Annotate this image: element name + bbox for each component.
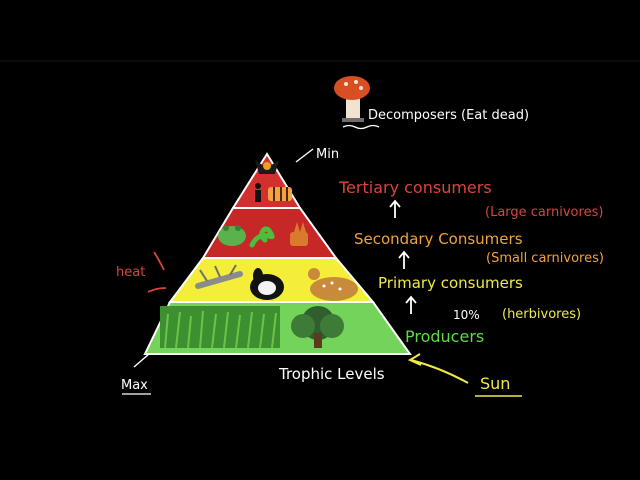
primary-note: (herbivores) <box>502 307 581 322</box>
fox-icon <box>290 222 308 246</box>
primary-consumers-label: Primary consumers <box>378 274 523 292</box>
sun-arrow <box>407 353 469 384</box>
ten-percent-label: 10% <box>453 308 480 322</box>
trophic-levels-label: Trophic Levels <box>278 365 385 383</box>
secondary-note: (Small carnivores) <box>486 251 604 266</box>
grass-icon <box>160 306 280 349</box>
tree-icon <box>291 306 344 348</box>
frog-icon <box>218 225 246 246</box>
heat-arrow-up <box>153 251 165 271</box>
decomposer-underline <box>342 124 380 130</box>
decomposers-label: Decomposers (Eat dead) <box>368 108 529 123</box>
heat-arrow-down <box>147 287 167 293</box>
arrow-primary-to-secondary <box>398 250 410 269</box>
arrow-secondary-to-tertiary <box>389 199 401 218</box>
max-pointer <box>133 353 150 368</box>
eagle-icon <box>255 160 279 174</box>
tertiary-consumers-label: Tertiary consumers <box>338 178 492 197</box>
sun-label: Sun <box>480 374 510 393</box>
secondary-consumers-label: Secondary Consumers <box>354 230 523 248</box>
grasshopper-icon <box>195 264 243 289</box>
mushroom-icon <box>334 76 370 122</box>
snake-icon <box>249 226 275 248</box>
arrow-producers-to-primary <box>405 295 417 314</box>
max-label: Max <box>121 378 148 393</box>
tiger-icon <box>268 187 292 201</box>
rabbit-icon <box>250 268 284 300</box>
deer-icon <box>308 268 358 301</box>
min-label: Min <box>316 147 339 162</box>
tertiary-note: (Large carnivores) <box>485 205 603 220</box>
min-pointer <box>295 148 314 163</box>
human-icon <box>255 183 261 202</box>
heat-label: heat <box>116 265 145 280</box>
producers-label: Producers <box>405 327 484 346</box>
